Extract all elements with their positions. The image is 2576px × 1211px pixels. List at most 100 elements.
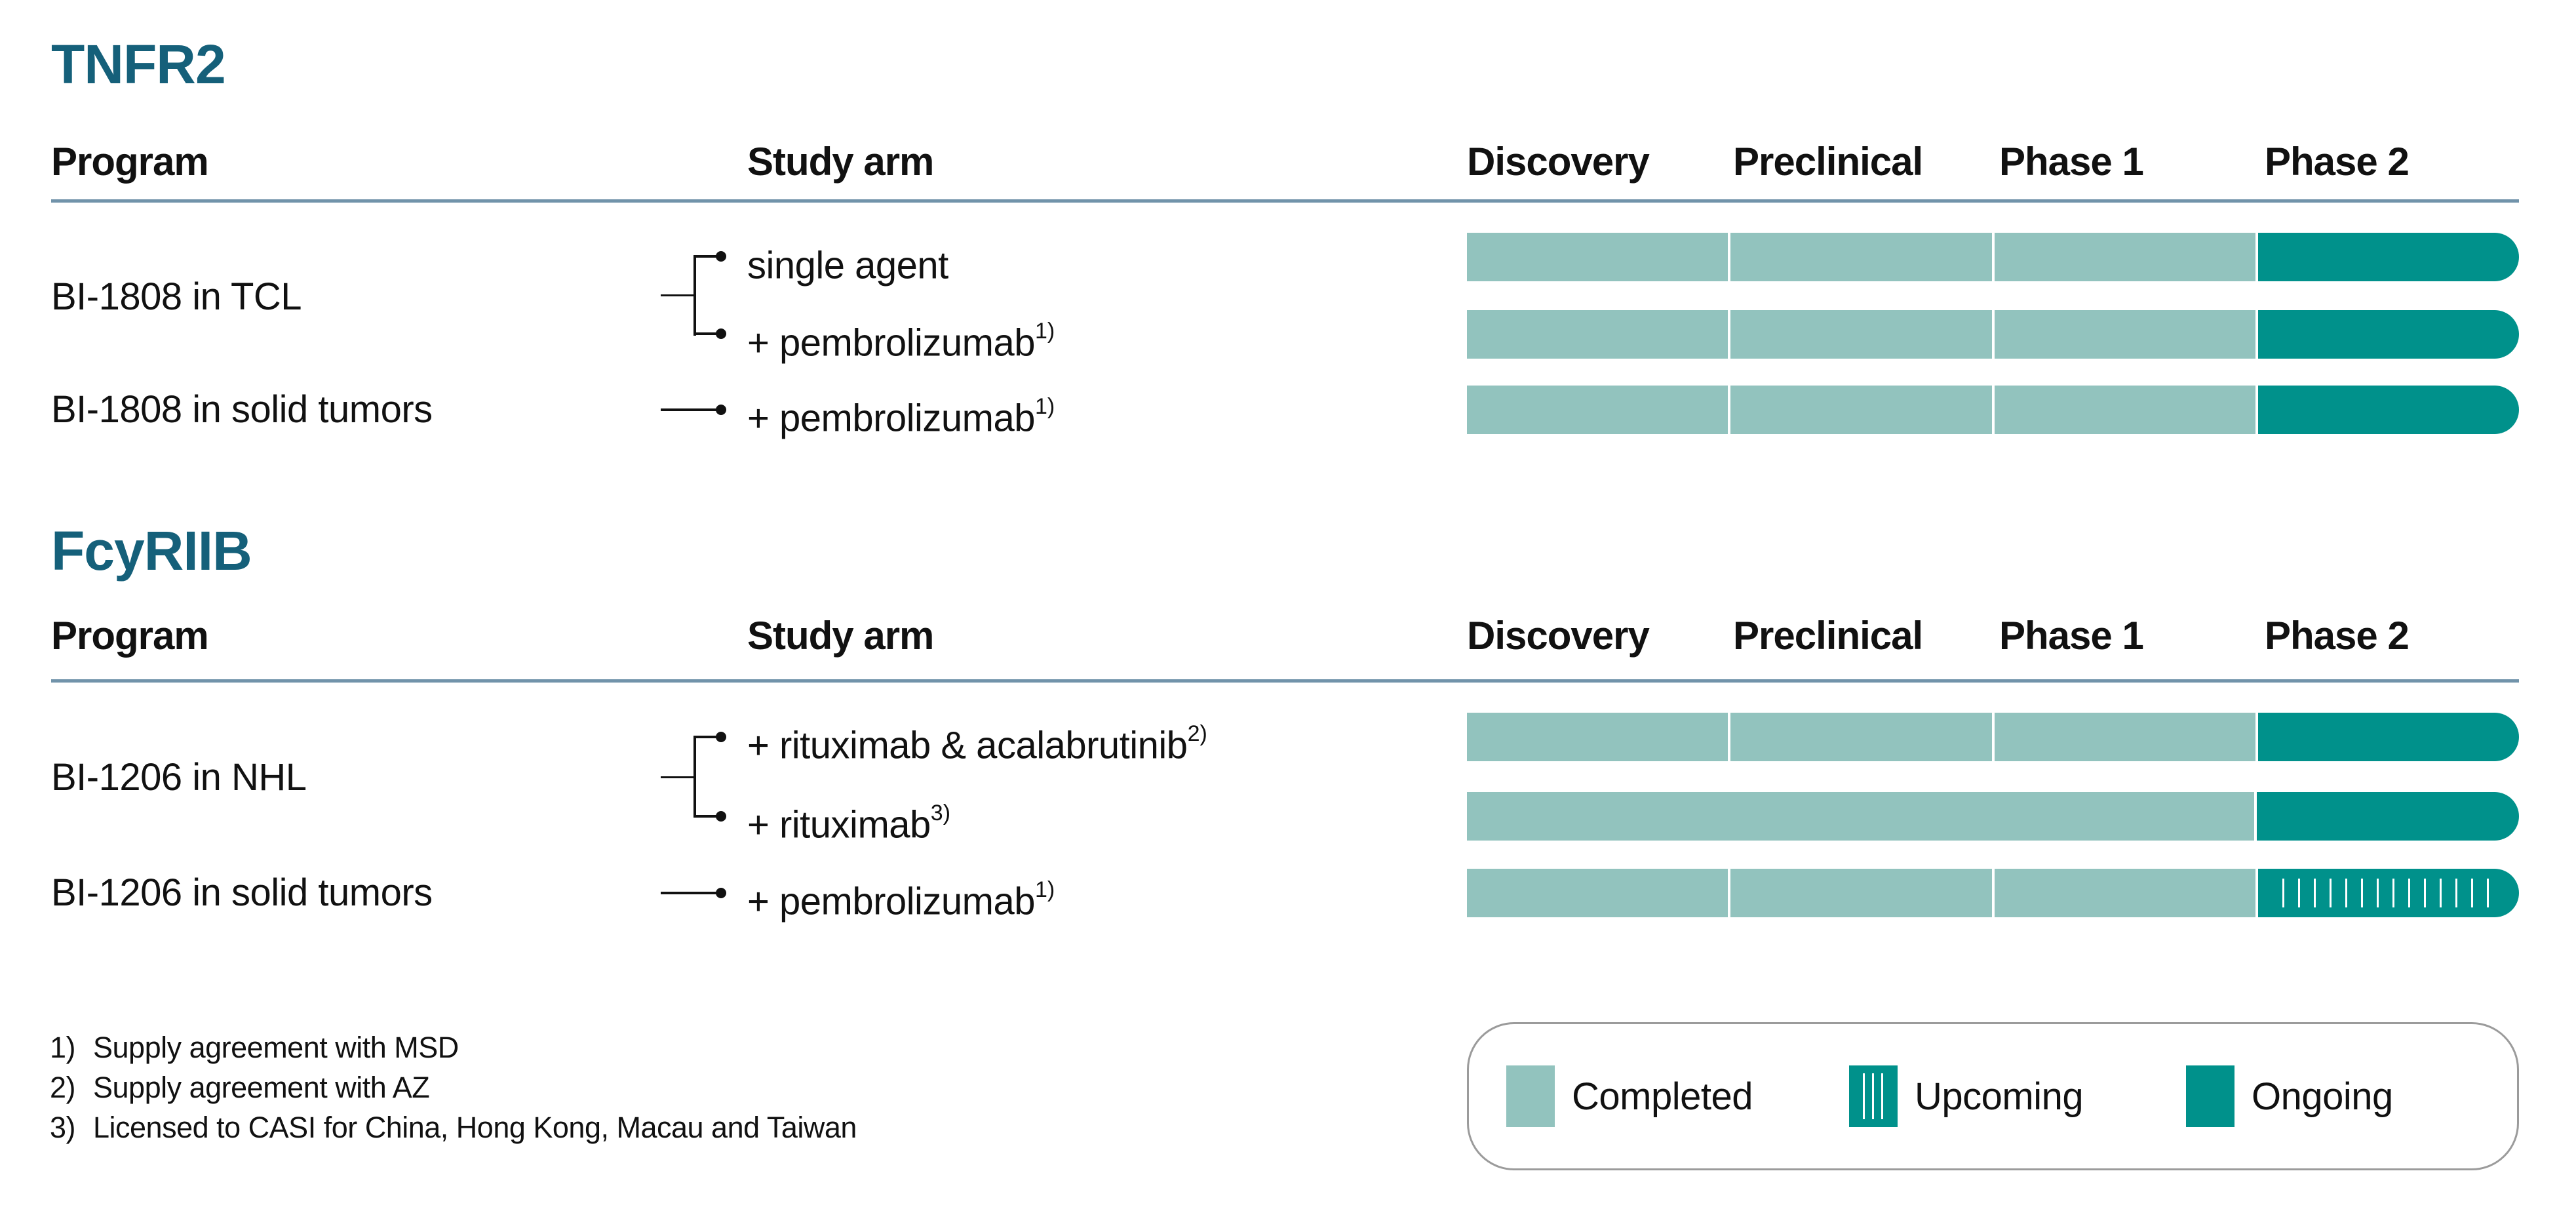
header-divider-line <box>51 679 2519 683</box>
phase-segment-ongoing <box>2257 310 2519 359</box>
phase-segment-completed <box>1730 310 1992 359</box>
footnote-number: 3) <box>50 1111 76 1144</box>
legend-item-ongoing: Ongoing <box>2186 1024 2393 1168</box>
phase-segment-ongoing <box>2257 713 2519 761</box>
column-header-study-arm: Study arm <box>747 140 934 184</box>
phase-segment-completed <box>1467 310 1728 359</box>
arm-label-pembrolizumab: + pembrolizumab1) <box>747 871 1055 924</box>
program-label-bi1808-solid-tumors: BI-1808 in solid tumors <box>51 388 433 431</box>
column-header-phase2: Phase 2 <box>2265 140 2410 184</box>
footnote-ref: 2) <box>1187 721 1207 746</box>
connector-branch-top <box>693 736 725 738</box>
column-header-phase2: Phase 2 <box>2265 614 2410 658</box>
phase-segment-completed <box>1467 233 1728 281</box>
phase-bar <box>1467 310 2519 359</box>
connector-branch-top <box>693 255 725 258</box>
footnote-number: 2) <box>50 1071 76 1104</box>
column-header-preclinical: Preclinical <box>1733 614 1923 658</box>
arm-text: + pembrolizumab <box>747 880 1036 923</box>
arm-label-pembrolizumab: + pembrolizumab1) <box>747 387 1055 441</box>
connector-fork-vertical <box>693 736 696 818</box>
phase-segment-completed <box>1994 869 2255 917</box>
footnote-ref: 1) <box>1035 877 1055 902</box>
phase-segment-completed <box>1730 233 1992 281</box>
connector-stem <box>661 776 693 778</box>
upcoming-stripes <box>1856 1073 1886 1119</box>
phase-segment-ongoing <box>2257 233 2519 281</box>
connector-dot <box>716 888 726 898</box>
footnote-ref: 1) <box>1035 394 1055 419</box>
connector-dot <box>716 328 726 339</box>
phase-segment-completed <box>1994 713 2255 761</box>
phase-bar <box>1467 869 2519 917</box>
section-title-tnfr2: TNFR2 <box>51 33 226 95</box>
arm-text: + pembrolizumab <box>747 321 1036 365</box>
upcoming-stripes <box>2268 879 2489 907</box>
phase-segment-completed <box>1730 386 1992 434</box>
legend-label: Completed <box>1572 1075 1753 1118</box>
footnote-number: 1) <box>50 1031 76 1064</box>
arm-label-single-agent: single agent <box>747 235 948 288</box>
legend: Completed Upcoming Ongoing <box>1467 1022 2519 1170</box>
header-divider-line <box>51 199 2519 203</box>
phase-segment-ongoing <box>2256 792 2519 841</box>
connector-branch-bottom <box>693 815 725 818</box>
section-title-fcyriib: FcyRIIB <box>51 520 252 582</box>
connector-dot <box>716 405 726 415</box>
program-label-bi1206-solid-tumors: BI-1206 in solid tumors <box>51 871 433 914</box>
phase-segment-completed <box>1467 386 1728 434</box>
phase-segment-ongoing <box>2257 386 2519 434</box>
connector-branch-bottom <box>693 332 725 335</box>
footnote-2: 2) Supply agreement with AZ <box>50 1069 430 1106</box>
arm-label-rituximab-acalabrutinib: + rituximab & acalabrutinib2) <box>747 715 1207 768</box>
arm-label-rituximab: + rituximab3) <box>747 794 950 848</box>
arm-text: + pembrolizumab <box>747 397 1036 440</box>
phase-segment-completed <box>1730 713 1992 761</box>
legend-item-upcoming: Upcoming <box>1849 1024 2084 1168</box>
program-label-bi1808-tcl: BI-1808 in TCL <box>51 275 302 318</box>
phase-segment-upcoming <box>2257 869 2519 917</box>
phase-bar <box>1467 386 2519 434</box>
upcoming-swatch-icon <box>1849 1065 1898 1127</box>
connector-straight <box>661 892 721 894</box>
column-header-study-arm: Study arm <box>747 614 934 658</box>
connector-dot <box>716 811 726 822</box>
arm-text: + rituximab <box>747 803 931 846</box>
footnote-ref: 1) <box>1035 319 1055 344</box>
legend-label: Ongoing <box>2252 1075 2393 1118</box>
footnote-text: Supply agreement with MSD <box>93 1031 459 1064</box>
phase-bar <box>1467 233 2519 281</box>
phase-segment-completed <box>1467 792 2254 841</box>
footnote-1: 1) Supply agreement with MSD <box>50 1029 459 1066</box>
phase-segment-completed <box>1994 386 2255 434</box>
legend-item-completed: Completed <box>1506 1024 1753 1168</box>
phase-segment-completed <box>1467 713 1728 761</box>
column-header-phase1: Phase 1 <box>1999 140 2144 184</box>
arm-text: + rituximab & acalabrutinib <box>747 724 1188 767</box>
connector-stem <box>661 294 693 296</box>
connector-fork-vertical <box>693 255 696 336</box>
connector-straight <box>661 408 721 411</box>
ongoing-swatch-icon <box>2186 1065 2234 1127</box>
phase-segment-completed <box>1994 310 2255 359</box>
completed-swatch-icon <box>1506 1065 1555 1127</box>
column-header-preclinical: Preclinical <box>1733 140 1923 184</box>
column-header-program: Program <box>51 140 209 184</box>
column-header-program: Program <box>51 614 209 658</box>
program-label-bi1206-nhl: BI-1206 in NHL <box>51 756 307 799</box>
column-header-discovery: Discovery <box>1467 614 1650 658</box>
footnote-ref: 3) <box>930 801 951 825</box>
connector-dot <box>716 251 726 262</box>
phase-segment-completed <box>1994 233 2255 281</box>
arm-label-pembrolizumab: + pembrolizumab1) <box>747 312 1055 366</box>
legend-label: Upcoming <box>1915 1075 2084 1118</box>
column-header-discovery: Discovery <box>1467 140 1650 184</box>
footnote-text: Licensed to CASI for China, Hong Kong, M… <box>93 1111 857 1144</box>
footnote-3: 3) Licensed to CASI for China, Hong Kong… <box>50 1109 857 1146</box>
phase-bar <box>1467 713 2519 761</box>
phase-segment-completed <box>1467 869 1728 917</box>
phase-segment-completed <box>1730 869 1992 917</box>
arm-text: single agent <box>747 244 948 287</box>
column-header-phase1: Phase 1 <box>1999 614 2144 658</box>
